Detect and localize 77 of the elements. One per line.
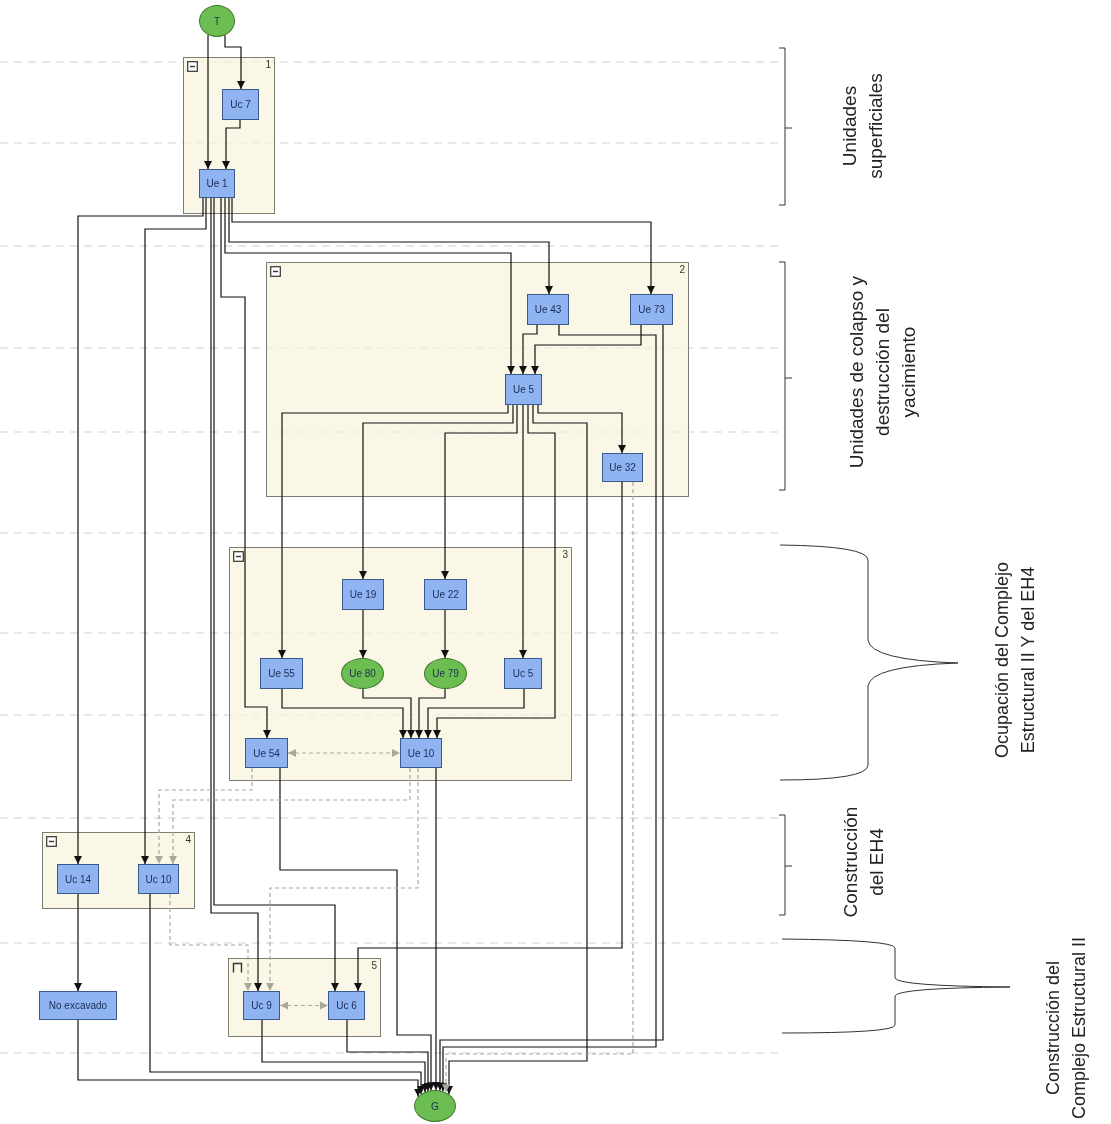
group-frame	[228, 958, 381, 1037]
connector-arrow	[278, 404, 509, 659]
phase-label: Construcción del EH4	[839, 805, 888, 920]
group-frame	[266, 262, 689, 497]
connector-arrow	[231, 197, 655, 295]
unit-box: Ue 10	[400, 738, 442, 768]
unit-box: No excavado	[39, 991, 117, 1020]
phase-label: Unidades superficiales	[838, 72, 887, 181]
connector-arrow	[228, 197, 553, 295]
connector-arrow	[531, 324, 642, 375]
connector-arrow	[359, 609, 367, 659]
unit-box: Ue 55	[260, 658, 303, 689]
connector-arrow	[155, 767, 253, 865]
unit-box: Uc 10	[138, 864, 179, 894]
connector-arrow	[445, 404, 588, 1095]
phase-label: Ocupación del Complejo Estructural II Y del EH4	[991, 560, 1039, 761]
connector-arrow	[537, 404, 626, 454]
connector-arrow	[346, 1019, 432, 1092]
connector-arrow	[149, 893, 425, 1095]
connector-arrow	[204, 34, 212, 170]
unit-ellipse: G	[414, 1090, 456, 1122]
unit-box: Uc 6	[328, 991, 365, 1020]
group-number: 2	[679, 264, 685, 276]
connector-arrow	[519, 404, 527, 659]
unit-box: Ue 73	[630, 294, 673, 325]
unit-box: Ue 54	[245, 738, 288, 768]
connector-arrow	[281, 688, 407, 739]
group-number: 5	[371, 960, 377, 972]
connector-arrow	[77, 1019, 422, 1098]
connector-arrow	[169, 767, 411, 865]
unit-ellipse: T	[199, 5, 235, 37]
connector-arrow	[359, 404, 514, 580]
unit-box: Uc 9	[243, 991, 280, 1020]
group-frame	[42, 832, 195, 909]
group-frame	[183, 57, 275, 214]
connector-arrow	[442, 481, 634, 1093]
unit-box: Uc 7	[222, 89, 259, 120]
group-number: 1	[265, 59, 271, 71]
connector-arrow	[261, 1019, 429, 1093]
connector-arrow	[424, 688, 525, 739]
connector-arrow	[519, 324, 538, 375]
connector-arrow	[354, 481, 623, 992]
connector-arrow	[287, 749, 401, 757]
unit-ellipse: Ue 79	[424, 658, 467, 689]
connector-arrow	[441, 404, 518, 580]
unit-box: Ue 19	[342, 579, 384, 610]
group-number: 3	[562, 549, 568, 561]
connector-arrow	[74, 893, 82, 992]
group-frame	[229, 547, 572, 781]
connector-arrow	[213, 197, 339, 992]
unit-box: Ue 5	[505, 374, 542, 405]
unit-box: Uc 14	[57, 864, 99, 894]
connector-arrow	[169, 893, 252, 992]
connector-arrow	[141, 197, 207, 865]
connector-arrow	[220, 197, 271, 739]
connector-arrow	[441, 609, 449, 659]
connector-arrow	[415, 688, 446, 739]
unit-box: Ue 1	[199, 169, 235, 198]
unit-ellipse: Ue 80	[341, 658, 384, 689]
unit-box: Ue 32	[602, 453, 643, 482]
connector-arrow	[224, 34, 245, 90]
phase-label: Unidades de colapso y destrucción del yacimiento	[845, 274, 920, 471]
connector-arrow	[432, 767, 440, 1091]
phase-label: Construcción del Complejo Estructural II	[1042, 935, 1090, 1122]
unit-box: Uc 5	[504, 658, 542, 689]
connector-arrow	[74, 197, 204, 865]
connector-arrow	[279, 767, 435, 1091]
unit-box: Ue 22	[424, 579, 467, 610]
connector-arrow	[222, 119, 241, 170]
unit-box: Ue 43	[527, 294, 569, 325]
connector-arrow	[433, 404, 556, 739]
connector-arrow	[210, 197, 262, 992]
connector-arrow	[224, 197, 515, 375]
connector-arrow	[362, 688, 415, 739]
connector-arrow	[266, 767, 419, 992]
group-number: 4	[185, 834, 191, 846]
connector-arrow	[279, 1001, 329, 1010]
